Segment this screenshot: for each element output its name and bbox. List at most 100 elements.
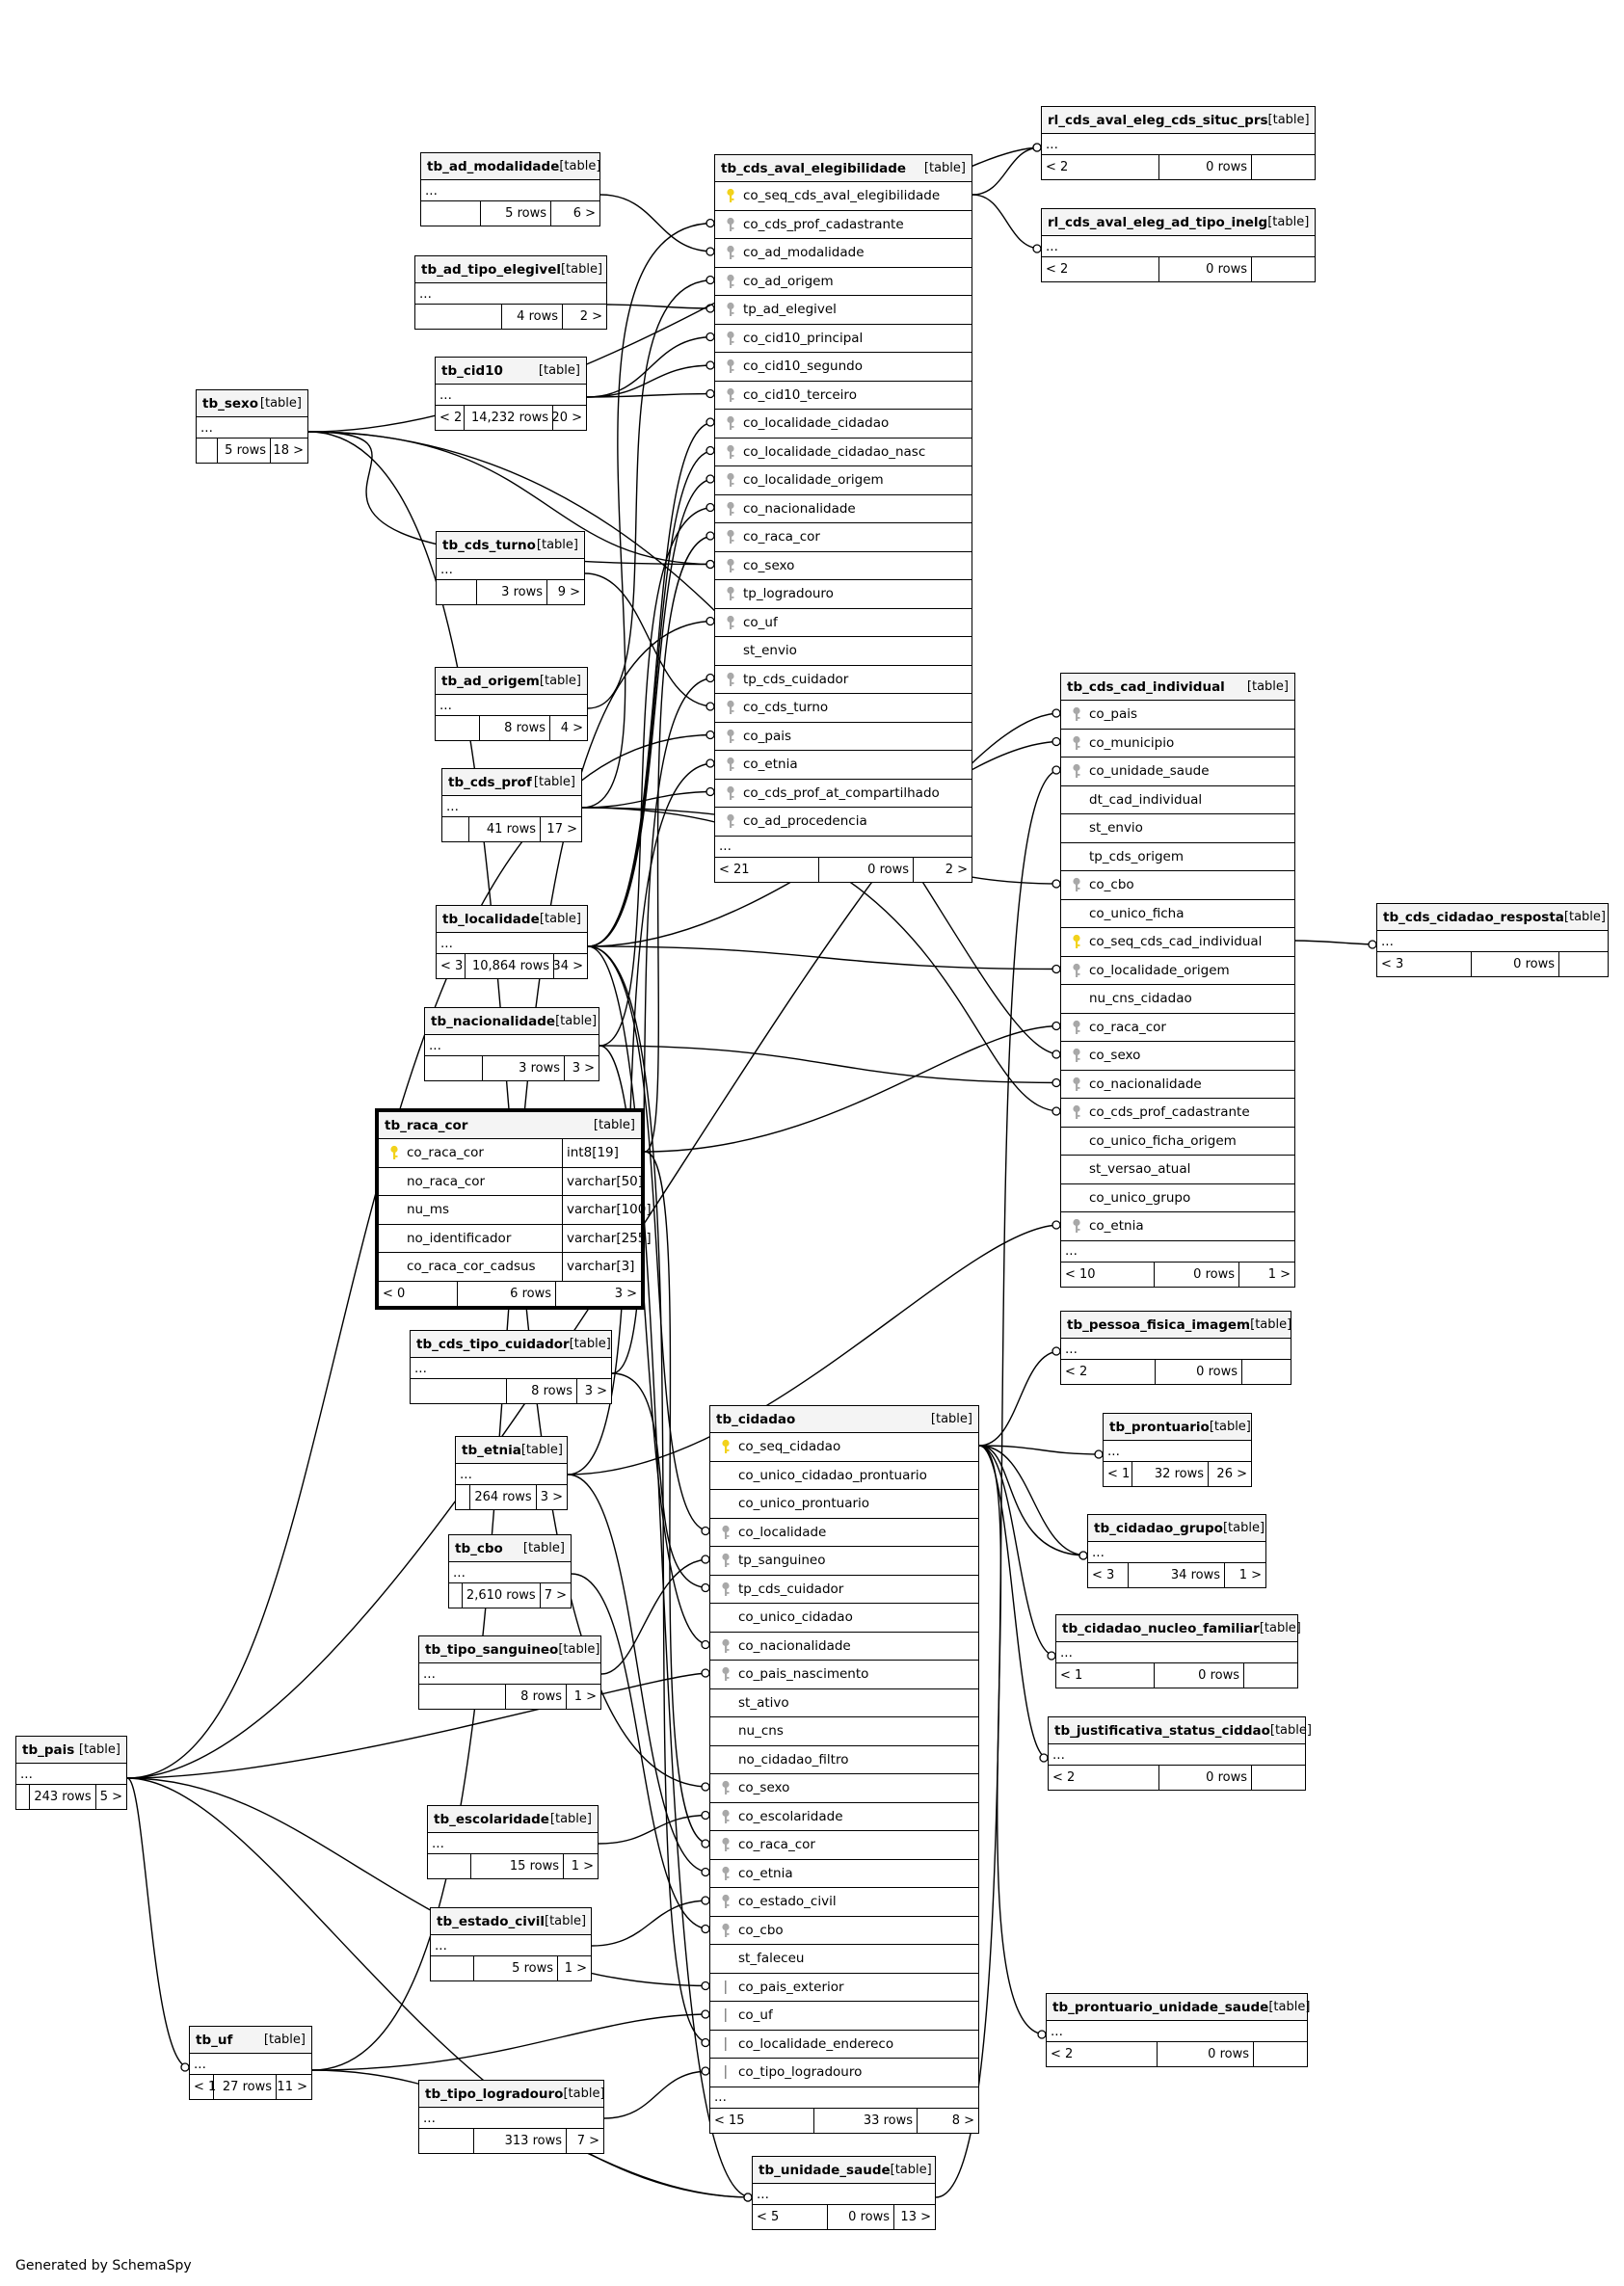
- parents-count[interactable]: < 1: [1104, 1462, 1132, 1486]
- table-header[interactable]: tb_cidadao_grupo[table]: [1088, 1515, 1265, 1542]
- column-row[interactable]: co_etnia: [710, 1860, 978, 1888]
- parents-count[interactable]: < 15: [710, 2108, 814, 2133]
- parents-count[interactable]: < 3: [1088, 1563, 1129, 1587]
- table-header[interactable]: tb_cid10[table]: [436, 358, 586, 385]
- table-header[interactable]: tb_unidade_saude[table]: [753, 2157, 935, 2184]
- table-header[interactable]: tb_prontuario[table]: [1104, 1414, 1251, 1441]
- column-row[interactable]: co_localidade_cidadao: [715, 410, 972, 439]
- column-row[interactable]: tp_cds_cuidador: [710, 1576, 978, 1604]
- children-count[interactable]: [1244, 1663, 1297, 1688]
- column-row[interactable]: co_localidade_origem: [715, 466, 972, 495]
- table-header[interactable]: tb_prontuario_unidade_saude[table]: [1047, 1994, 1310, 2021]
- table-header[interactable]: tb_ad_modalidade[table]: [421, 153, 600, 180]
- children-count[interactable]: 6 >: [572, 206, 596, 221]
- column-row[interactable]: co_pais_nascimento: [710, 1661, 978, 1689]
- children-count[interactable]: 1 >: [573, 1689, 597, 1704]
- table-name[interactable]: tb_sexo: [202, 395, 259, 412]
- more-columns-ellipsis[interactable]: ...: [425, 1035, 599, 1056]
- parents-count[interactable]: < 2: [1042, 155, 1159, 179]
- table-name[interactable]: tb_tipo_sanguineo: [425, 1641, 559, 1658]
- parents-count[interactable]: [425, 1056, 483, 1080]
- column-row[interactable]: tp_cds_cuidador: [715, 666, 972, 694]
- column-row[interactable]: st_envio: [715, 637, 972, 666]
- more-columns-ellipsis[interactable]: ...: [1104, 1441, 1251, 1462]
- parents-count[interactable]: < 1: [1056, 1663, 1155, 1688]
- children-count[interactable]: 7 >: [576, 2134, 599, 2148]
- parents-count[interactable]: < 2: [1061, 1360, 1156, 1384]
- children-count[interactable]: [1252, 257, 1315, 281]
- column-row[interactable]: tp_logradouro: [715, 580, 972, 609]
- column-row[interactable]: co_nacionalidade: [1061, 1071, 1294, 1099]
- column-row[interactable]: co_cid10_segundo: [715, 353, 972, 382]
- children-count[interactable]: 17 >: [546, 822, 577, 837]
- children-count[interactable]: 4 >: [560, 721, 583, 735]
- more-columns-ellipsis[interactable]: ...: [428, 1833, 598, 1854]
- parents-count[interactable]: [436, 716, 480, 740]
- children-count[interactable]: 1 >: [1267, 1266, 1291, 1282]
- table-name[interactable]: tb_raca_cor: [385, 1117, 468, 1133]
- table-name[interactable]: tb_cds_aval_elegibilidade: [721, 160, 907, 176]
- column-row[interactable]: co_pais_exterior: [710, 1974, 978, 2002]
- column-row[interactable]: co_cbo: [1061, 871, 1294, 900]
- more-columns-ellipsis[interactable]: ...: [16, 1764, 126, 1785]
- table-name[interactable]: tb_justificativa_status_ciddao: [1054, 1722, 1270, 1739]
- column-row[interactable]: st_versao_atual: [1061, 1156, 1294, 1184]
- table-name[interactable]: tb_cds_turno: [442, 537, 536, 553]
- column-row[interactable]: co_nacionalidade: [715, 495, 972, 523]
- table-header[interactable]: tb_cidadao_nucleo_familiar[table]: [1056, 1615, 1301, 1642]
- more-columns-ellipsis[interactable]: ...: [436, 385, 586, 406]
- children-count[interactable]: 11 >: [277, 2080, 307, 2094]
- children-count[interactable]: [1252, 155, 1315, 179]
- children-count[interactable]: 3 >: [614, 1286, 637, 1301]
- column-row[interactable]: co_ad_modalidade: [715, 239, 972, 268]
- table-name[interactable]: tb_cidadao_grupo: [1094, 1520, 1223, 1536]
- table-tb-prontuario-unidade-saude[interactable]: tb_prontuario_unidade_saude[table]...< 2…: [1046, 1993, 1310, 2067]
- column-row[interactable]: co_raca_cor: [715, 523, 972, 552]
- children-count[interactable]: [1254, 2042, 1307, 2066]
- children-count[interactable]: 1 >: [1238, 1568, 1262, 1582]
- more-columns-ellipsis[interactable]: ...: [1056, 1642, 1297, 1663]
- column-row[interactable]: co_raca_cor: [710, 1831, 978, 1860]
- table-name[interactable]: tb_cds_tipo_cuidador: [416, 1336, 570, 1352]
- parents-count[interactable]: [431, 1956, 474, 1980]
- more-columns-ellipsis[interactable]: ...: [437, 559, 584, 580]
- column-row[interactable]: co_seq_cds_aval_elegibilidade: [715, 182, 972, 211]
- column-row[interactable]: co_seq_cds_cad_individual: [1061, 928, 1294, 957]
- more-columns-ellipsis[interactable]: ...: [1042, 134, 1315, 155]
- table-header[interactable]: tb_escolaridade[table]: [428, 1806, 598, 1833]
- table-name[interactable]: tb_prontuario: [1109, 1419, 1210, 1435]
- table-header[interactable]: tb_pessoa_fisica_imagem[table]: [1061, 1312, 1291, 1339]
- table-tb-cds-aval-elegibilidade[interactable]: tb_cds_aval_elegibilidade[table]co_seq_c…: [714, 154, 972, 883]
- column-row[interactable]: co_sexo: [710, 1774, 978, 1803]
- more-columns-ellipsis[interactable]: ...: [419, 2108, 603, 2129]
- column-row[interactable]: co_seq_cidadao: [710, 1433, 978, 1462]
- children-count[interactable]: 9 >: [557, 585, 580, 599]
- table-name[interactable]: tb_tipo_logradouro: [425, 2086, 564, 2102]
- column-row[interactable]: co_unico_prontuario: [710, 1490, 978, 1519]
- table-rl-cds-aval-eleg-cds-situc-prs[interactable]: rl_cds_aval_eleg_cds_situc_prs[table]...…: [1041, 106, 1316, 180]
- table-header[interactable]: tb_cds_cidadao_resposta[table]: [1377, 904, 1608, 931]
- column-row[interactable]: co_unico_cidadao_prontuario: [710, 1462, 978, 1490]
- column-row[interactable]: co_localidade_endereco: [710, 2031, 978, 2059]
- parents-count[interactable]: [419, 2129, 474, 2153]
- parents-count[interactable]: [411, 1379, 507, 1403]
- table-header[interactable]: tb_ad_origem[table]: [436, 668, 587, 695]
- column-row[interactable]: co_cds_prof_at_compartilhado: [715, 780, 972, 808]
- more-columns-ellipsis[interactable]: ...: [197, 417, 307, 439]
- table-header[interactable]: tb_raca_cor[table]: [379, 1112, 641, 1139]
- column-row[interactable]: co_raca_cor: [1061, 1014, 1294, 1042]
- table-header[interactable]: tb_nacionalidade[table]: [425, 1008, 599, 1035]
- table-header[interactable]: tb_cidadao[table]: [710, 1406, 978, 1433]
- table-name[interactable]: tb_cds_cad_individual: [1067, 678, 1225, 695]
